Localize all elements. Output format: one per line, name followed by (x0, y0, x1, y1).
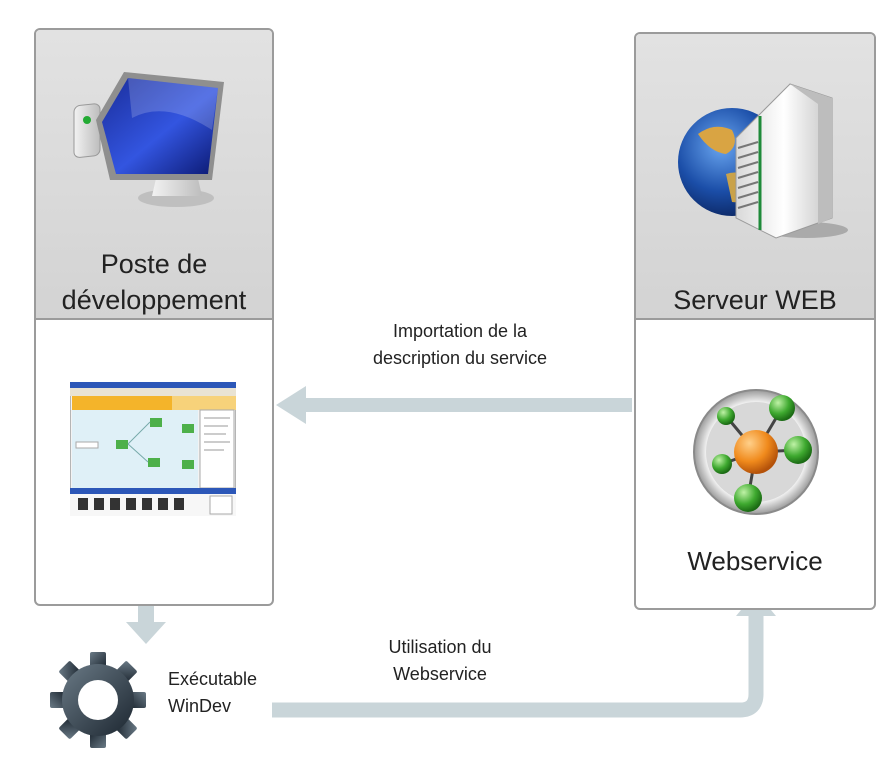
import-arrow (276, 386, 632, 424)
import-description-label: Importation de la description du service (330, 318, 590, 372)
server-panel-header: Serveur WEB (636, 34, 874, 320)
dev-workstation-panel: Poste de développement (34, 28, 274, 606)
webservice-molecule-icon (693, 389, 819, 515)
usage-label-line1: Utilisation du (388, 637, 492, 657)
dev-title-line1: Poste de (100, 249, 208, 279)
gear-icon (50, 652, 146, 748)
dev-title-line2: développement (61, 285, 247, 315)
usage-label-line2: Webservice (393, 664, 487, 684)
dev-panel-header: Poste de développement (36, 30, 272, 320)
import-label-line2: description du service (372, 348, 548, 368)
executable-label-line1: Exécutable (168, 669, 258, 689)
webservice-usage-label: Utilisation du Webservice (340, 634, 540, 688)
web-server-icon (678, 83, 848, 239)
executable-label: Exécutable WinDev (168, 666, 280, 720)
server-panel-title: Serveur WEB (673, 285, 837, 315)
web-server-panel: Serveur WEB Webservice (634, 32, 876, 610)
dev-panel-title: Poste de développement (36, 246, 272, 318)
webservice-label: Webservice (687, 546, 823, 576)
computer-monitor-icon (73, 72, 224, 207)
ide-screenshot-image (70, 382, 236, 516)
executable-label-line2: WinDev (168, 696, 232, 716)
import-label-line1: Importation de la (392, 321, 528, 341)
